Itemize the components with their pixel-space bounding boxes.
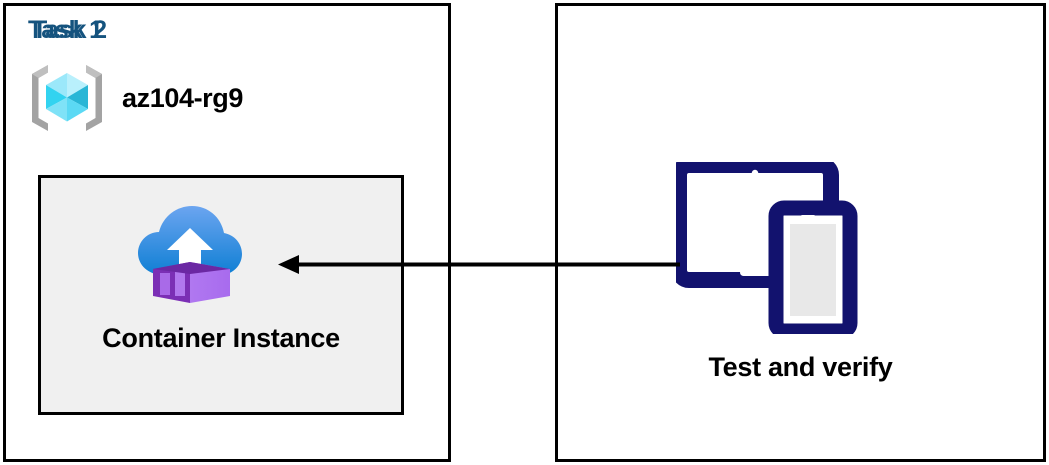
- container-instance-label: Container Instance: [102, 323, 340, 353]
- devices-tablet-phone-icon: [671, 157, 874, 339]
- task-1-title: Task 1: [28, 16, 103, 44]
- resource-group-label: az104-rg9: [122, 82, 243, 113]
- azure-container-instance-icon: [134, 200, 244, 310]
- test-and-verify-label: Test and verify: [708, 352, 893, 382]
- azure-resource-group-icon: [28, 62, 106, 134]
- test-to-container-arrow: [275, 250, 685, 280]
- task-2-title: Task 2: [32, 16, 107, 44]
- resource-group-row: az104-rg9: [28, 62, 243, 134]
- container-instance-resource-box: Container Instance: [38, 175, 404, 415]
